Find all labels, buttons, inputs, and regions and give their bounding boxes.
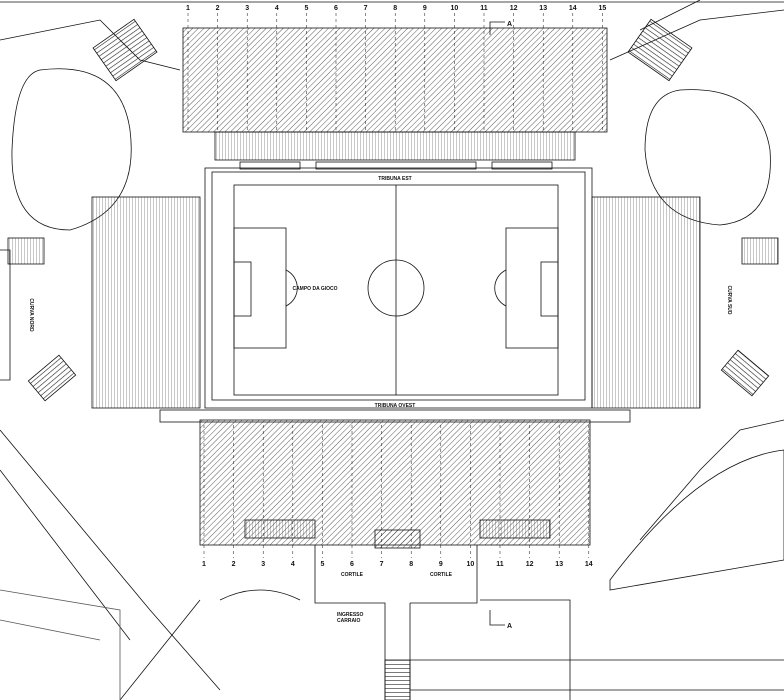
label-tribuna-ovest: TRIBUNA OVEST — [375, 403, 416, 409]
grid-axis-number: 4 — [275, 5, 279, 12]
box — [315, 161, 477, 170]
grid-axis-number: 8 — [409, 561, 413, 568]
section-marker-top: A — [507, 21, 512, 28]
grid-axis-number: 9 — [423, 5, 427, 12]
left-oval-garden — [11, 68, 132, 231]
label-carraio: CARRAIO — [337, 618, 360, 624]
goal-area-left — [233, 261, 252, 317]
grid-axis-number: 6 — [334, 5, 338, 12]
stair-nw — [92, 18, 158, 82]
grid-axis-number: 9 — [439, 561, 443, 568]
stand-block — [244, 519, 316, 539]
entry-arcs — [219, 589, 571, 700]
center-circle — [367, 259, 425, 317]
field-enclosure — [204, 167, 593, 409]
stair-e — [741, 237, 779, 265]
grid-axis-number: 3 — [261, 561, 265, 568]
parking-lines — [0, 589, 121, 700]
penalty-area-left — [233, 227, 287, 349]
grid-axis-number: 11 — [496, 561, 504, 568]
goal-area-right — [540, 261, 559, 317]
penalty-arc-left — [285, 269, 298, 307]
right-oval-garden — [644, 89, 771, 226]
grid-axis-number: 4 — [291, 561, 295, 568]
label-cortile: CORTILE — [430, 572, 453, 578]
grid-axis-number: 7 — [380, 561, 384, 568]
grid-axis-number: 6 — [350, 561, 354, 568]
grid-axis-number: 1 — [186, 5, 190, 12]
grid-axis-number: 5 — [320, 561, 324, 568]
field-outer — [211, 171, 586, 401]
penalty-area-right — [505, 227, 559, 349]
label-tribuna-est: TRIBUNA EST — [378, 176, 411, 182]
curva-sud-stand — [591, 196, 701, 409]
entry-block — [374, 529, 421, 549]
grid-axis-number: 8 — [393, 5, 397, 12]
grid-axis-number: 7 — [364, 5, 368, 12]
grid-axis-number: 12 — [526, 561, 534, 568]
grid-axis-number: 10 — [467, 561, 475, 568]
grid-axis-number: 2 — [232, 561, 236, 568]
grid-axis-number: 13 — [555, 561, 563, 568]
grid-axis-number: 14 — [569, 5, 577, 12]
label-ingresso: INGRESSO — [337, 612, 364, 618]
stair-ne — [627, 18, 693, 82]
grid-axis-number: 14 — [585, 561, 593, 568]
section-cut-bottom — [489, 610, 505, 626]
road — [410, 659, 784, 691]
box — [239, 161, 301, 170]
grid-axis-number: 15 — [599, 5, 607, 12]
grid-axis-number: 11 — [480, 5, 488, 12]
label-curva-nord: CURVA NORD — [28, 298, 34, 332]
box — [491, 161, 553, 170]
ramp — [384, 659, 411, 700]
tribuna-est-lower — [214, 131, 576, 161]
penalty-arc-right — [494, 269, 507, 307]
grid-axis-number: 13 — [539, 5, 547, 12]
label-curva-sud: CURVA SUD — [726, 285, 732, 314]
grid-axis-number: 3 — [245, 5, 249, 12]
stair-se — [720, 349, 770, 397]
grid-axis-number: 12 — [510, 5, 518, 12]
section-marker-bottom: A — [507, 623, 512, 630]
grid-axis-number: 2 — [216, 5, 220, 12]
label-cortile: CORTILE — [341, 572, 364, 578]
grid-axis-number: 10 — [451, 5, 459, 12]
stair-sw — [27, 354, 77, 402]
stand-block — [479, 519, 551, 539]
grid-axis-number: 1 — [202, 561, 206, 568]
grid-axis-number: 5 — [304, 5, 308, 12]
stair-w — [7, 237, 45, 265]
label-campo: CAMPO DA GIOCO — [292, 286, 337, 292]
tribuna-ovest-walkway — [159, 409, 631, 423]
section-cut-top — [489, 21, 505, 35]
curva-nord-stand — [91, 196, 201, 409]
landscape-area — [609, 449, 784, 591]
